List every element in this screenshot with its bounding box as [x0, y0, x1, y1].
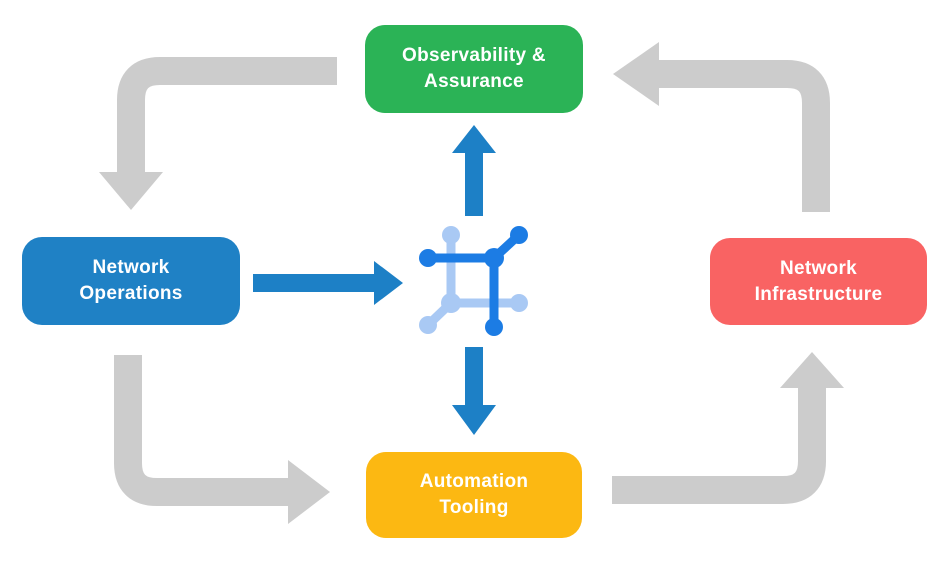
- flow-arrowhead-left: [613, 42, 659, 106]
- hub-node-topright-dark: [510, 226, 528, 244]
- hub-node-left-dark: [419, 249, 437, 267]
- network-hub-icon: [419, 226, 528, 336]
- flow-arrow-infrastructure-to-observability: [613, 42, 830, 212]
- node-label: Network Operations: [79, 257, 183, 304]
- node-observability-assurance: Observability & Assurance: [365, 25, 583, 113]
- arrow-operations-to-hub: [253, 261, 403, 305]
- arrow-hub-to-observability: [452, 125, 496, 216]
- flow-arrow-shaft: [114, 355, 288, 506]
- flow-arrow-operations-to-automation: [114, 355, 330, 524]
- flow-arrow-observability-to-operations: [99, 57, 337, 210]
- node-network-operations: Network Operations: [22, 237, 240, 325]
- hub-corner-topright-dark: [484, 248, 504, 268]
- blue-arrowhead-up: [452, 125, 496, 153]
- flow-arrowhead-right: [288, 460, 330, 524]
- hub-node-top-light: [442, 226, 460, 244]
- flow-arrow-shaft: [659, 60, 830, 212]
- hub-corner-bottomleft-light: [441, 293, 461, 313]
- flow-arrow-shaft: [612, 388, 826, 504]
- flow-arrowhead-up: [780, 352, 844, 388]
- arrow-hub-to-automation: [452, 347, 496, 435]
- hub-node-bottomleft-light: [419, 316, 437, 334]
- node-label: Automation Tooling: [419, 471, 529, 518]
- blue-arrowhead-right: [374, 261, 403, 305]
- node-label: Network Infrastructure: [754, 257, 883, 305]
- flow-arrow-automation-to-infrastructure: [612, 352, 844, 504]
- flow-arrowhead-down: [99, 172, 163, 210]
- node-label: Observability & Assurance: [402, 45, 546, 92]
- node-network-infrastructure: Network Infrastructure: [710, 238, 927, 325]
- hub-node-bottom-dark: [485, 318, 503, 336]
- node-automation-tooling: Automation Tooling: [366, 452, 582, 538]
- hub-node-right-light: [510, 294, 528, 312]
- flow-arrow-shaft: [117, 57, 337, 172]
- blue-arrowhead-down: [452, 405, 496, 435]
